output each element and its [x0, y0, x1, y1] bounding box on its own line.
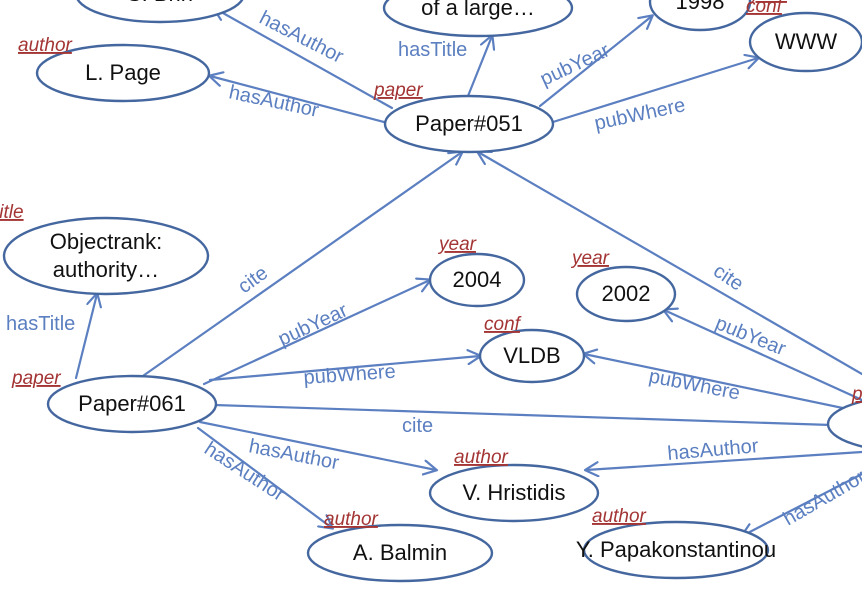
node-title: of a large…title [382, 0, 574, 38]
edge-arrow [466, 36, 492, 98]
edge-arrow [584, 354, 862, 414]
node-type-label: title [0, 202, 24, 223]
edge-hasauthor: hasAuthor [742, 466, 862, 536]
node-author: A. Balmin author [306, 509, 494, 583]
edge-label: hasAuthor [227, 81, 321, 122]
node-conf: WWW conf [746, 0, 862, 73]
node-label: VLDB [503, 343, 560, 368]
edge-arrow [478, 152, 862, 376]
node-type-label: year [570, 248, 610, 269]
node-type-label: conf [746, 0, 784, 17]
edge-hasauthor: hasAuthor [586, 435, 862, 470]
edge-label: hasTitle [6, 313, 75, 335]
edge-pubwhere: pubWhere [584, 354, 862, 414]
node-paper: Paper#051 paper [373, 80, 555, 154]
node-type-label: paper [851, 384, 862, 405]
edge-label: hasAuthor [780, 466, 862, 531]
node-paper: paper [826, 384, 862, 448]
node-label: Paper#061 [78, 391, 186, 416]
node-ellipse [478, 328, 586, 384]
node-paper: Paper#061 paper [11, 368, 218, 434]
node-ellipse [382, 0, 574, 38]
node-ellipse [428, 252, 526, 308]
node-label: L. Page [85, 60, 161, 85]
node-type-label: paper [373, 80, 423, 101]
node-conf: VLDB conf [478, 314, 586, 384]
node-type-label: author [18, 35, 73, 56]
node-label: A. Balmin [353, 540, 447, 565]
node-type-label: author [592, 506, 647, 527]
edge-arrow [214, 8, 394, 110]
node-ellipse [748, 11, 862, 73]
edge-label: pubWhere [647, 365, 742, 404]
edge-arrow [198, 420, 436, 470]
edge-arrow [138, 152, 462, 380]
edge-label: hasAuthor [256, 7, 348, 68]
node-ellipse [428, 463, 600, 523]
node-ellipse [826, 400, 862, 448]
node-ellipse [46, 374, 218, 434]
node-year: 1998 year [648, 0, 788, 32]
edge-cite: cite [212, 403, 862, 437]
edge-arrow [202, 280, 430, 386]
node-author: L. Page author [18, 35, 211, 103]
node-label: of a large… [421, 0, 535, 20]
node-type-label: year [748, 0, 788, 5]
edge-label: pubWhere [592, 94, 687, 135]
node-type-label: conf [484, 314, 522, 335]
edge-label: pubYear [537, 39, 613, 90]
node-type-label: author [454, 447, 509, 468]
edge-arrow [538, 16, 652, 108]
edge-arrow [742, 472, 862, 536]
node-label: WWW [775, 29, 838, 54]
node-title: Objectrank: authority… title [0, 202, 210, 296]
node-ellipse [575, 265, 677, 323]
edge-label: cite [402, 415, 433, 437]
edge-arrow [196, 426, 332, 528]
node-type-label: paper [11, 368, 61, 389]
node-author: Y. Papakonstantinou author [576, 506, 776, 580]
edge-hastitle: hasTitle [398, 36, 492, 98]
edge-label: pubYear [275, 299, 351, 350]
node-label: 2004 [453, 267, 502, 292]
node-label: Y. Papakonstantinou [576, 537, 776, 562]
edge-label: cite [234, 262, 272, 298]
node-author: V. Hristidis author [428, 447, 600, 523]
edge-arrow [551, 58, 758, 124]
edge-arrow [210, 76, 386, 124]
node-label: S. Brin [127, 0, 193, 6]
node-label-line2: authority… [53, 257, 159, 282]
node-label: V. Hristidis [462, 480, 565, 505]
edge-arrow [212, 403, 862, 426]
nodes-layer: S. Brinauthorof a large…title1998yearWWW… [0, 0, 862, 583]
node-ellipse [383, 94, 555, 154]
node-author: S. Brinauthor [76, 0, 244, 24]
node-ellipse [76, 0, 244, 24]
node-ellipse [2, 216, 210, 296]
edge-label: hasTitle [398, 39, 467, 61]
edge-arrow [74, 294, 97, 380]
node-ellipse [35, 43, 211, 103]
edge-pubyear: pubYear [537, 16, 652, 108]
node-year: 2002 year [570, 248, 677, 323]
edge-hastitle: hasTitle [6, 294, 97, 380]
edge-arrow [208, 356, 480, 382]
node-label: 1998 [676, 0, 725, 14]
node-type-label: year [437, 234, 477, 255]
node-label: Paper#051 [415, 111, 523, 136]
node-label: Objectrank: [50, 229, 163, 254]
edge-hasauthor: hasAuthor [210, 76, 386, 124]
edge-pubwhere: pubWhere [208, 356, 480, 389]
node-type-label: author [324, 509, 379, 530]
node-ellipse [582, 520, 770, 580]
edge-label: pubWhere [303, 361, 397, 389]
node-label: 2002 [602, 281, 651, 306]
edge-arrow [586, 450, 862, 470]
edge-arrow [664, 310, 862, 402]
edge-label: pubYear [712, 312, 789, 360]
node-ellipse [648, 0, 752, 32]
node-year: 2004 year [428, 234, 526, 308]
node-ellipse [306, 523, 494, 583]
